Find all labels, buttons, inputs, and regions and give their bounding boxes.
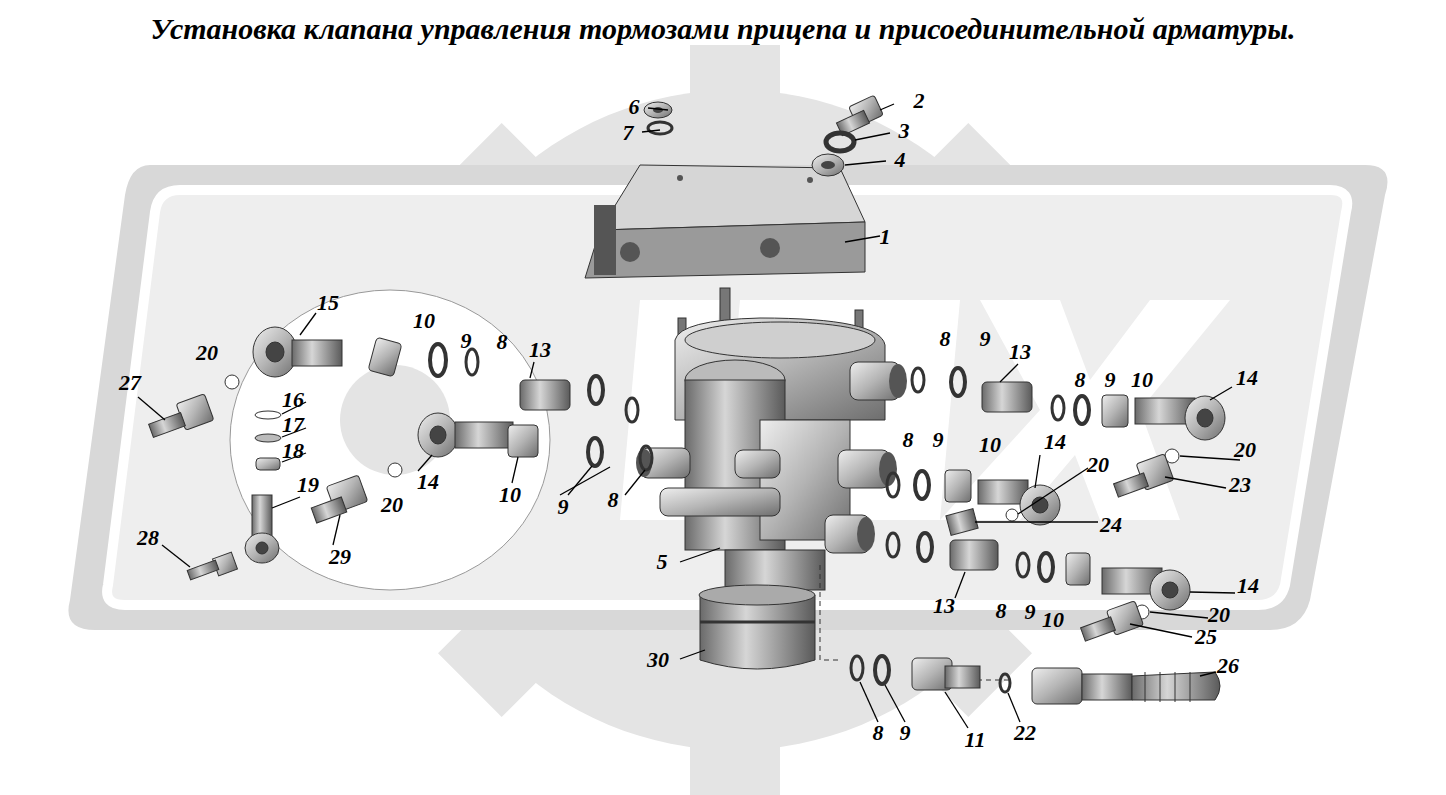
callout-number: 7 <box>623 122 634 144</box>
callout-number: 17 <box>282 414 304 436</box>
callout-number: 14 <box>1044 431 1066 453</box>
callout-number: 29 <box>329 546 351 568</box>
callout-number: 14 <box>1236 367 1258 389</box>
callout-number: 10 <box>1131 369 1153 391</box>
callout-number: 8 <box>873 722 884 744</box>
callout-number: 13 <box>933 595 955 617</box>
callout-number: 23 <box>1229 474 1251 496</box>
callout-number: 20 <box>1087 454 1109 476</box>
callout-number: 25 <box>1195 626 1217 648</box>
callout-number: 8 <box>940 328 951 350</box>
callout-number: 8 <box>1075 369 1086 391</box>
callout-number: 9 <box>933 429 944 451</box>
callout-number: 16 <box>282 389 304 411</box>
callout-number: 10 <box>413 310 435 332</box>
callout-number: 10 <box>499 484 521 506</box>
callout-number: 10 <box>1042 609 1064 631</box>
callout-number: 13 <box>1009 341 1031 363</box>
diagram-title: Установка клапана управления тормозами п… <box>0 12 1446 46</box>
callout-number: 9 <box>1105 369 1116 391</box>
callout-number: 18 <box>282 440 304 462</box>
callout-number: 20 <box>196 342 218 364</box>
callout-number: 28 <box>137 527 159 549</box>
callout-number: 20 <box>1234 439 1256 461</box>
callout-number: 5 <box>657 551 668 573</box>
callout-number: 20 <box>381 494 403 516</box>
callout-number: 9 <box>980 328 991 350</box>
callout-number: 4 <box>895 149 906 171</box>
callout-number: 9 <box>558 496 569 518</box>
callout-number: 14 <box>1237 575 1259 597</box>
callout-number: 30 <box>647 649 669 671</box>
callout-number: 13 <box>529 339 551 361</box>
callout-number: 8 <box>996 600 1007 622</box>
callout-number: 9 <box>900 722 911 744</box>
callout-number: 11 <box>965 729 986 751</box>
callout-number: 20 <box>1208 604 1230 626</box>
callout-number: 26 <box>1217 655 1239 677</box>
callout-number: 19 <box>297 474 319 496</box>
callout-number: 22 <box>1014 722 1036 744</box>
callout-number: 10 <box>979 434 1001 456</box>
callout-number: 15 <box>317 292 339 314</box>
callout-number: 3 <box>899 120 910 142</box>
callout-number: 9 <box>461 330 472 352</box>
callout-number: 8 <box>497 331 508 353</box>
callout-number: 8 <box>608 489 619 511</box>
callout-number: 2 <box>914 90 925 112</box>
callout-number: 24 <box>1100 514 1122 536</box>
callout-number: 27 <box>119 372 141 394</box>
callout-number: 14 <box>417 471 439 493</box>
callout-number: 9 <box>1025 601 1036 623</box>
callout-number: 1 <box>880 226 891 248</box>
callout-number: 6 <box>629 96 640 118</box>
callout-number: 8 <box>903 429 914 451</box>
